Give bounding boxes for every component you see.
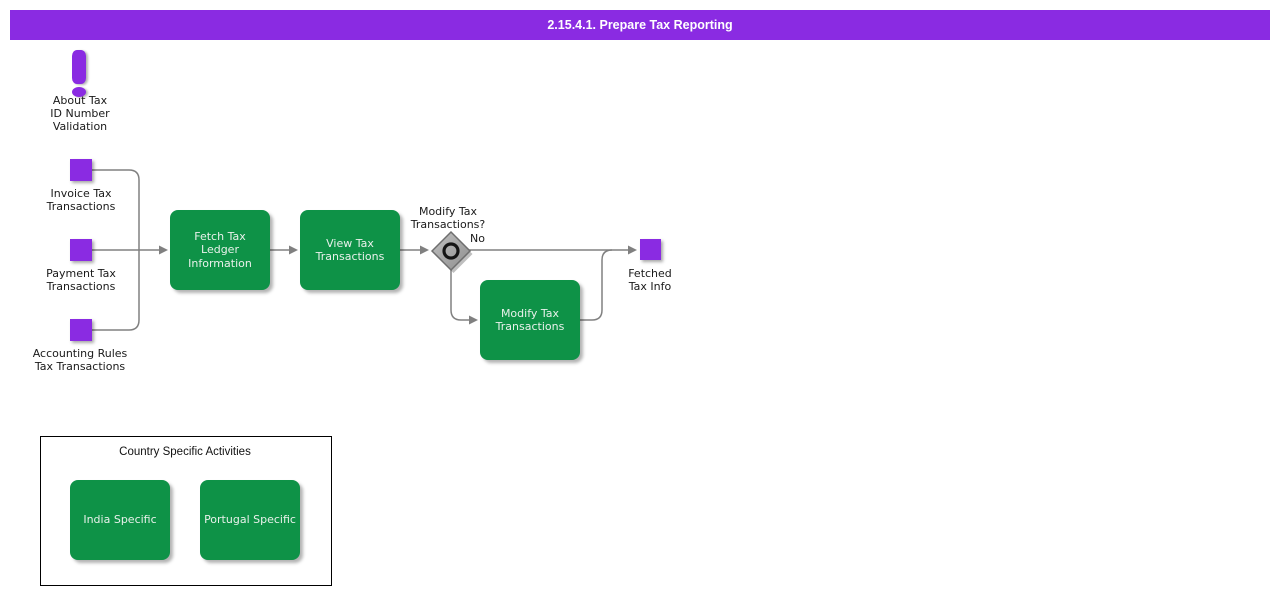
decision-gateway-icon (442, 242, 460, 260)
arrowhead-into-decision (420, 245, 429, 255)
event-fetched-tax-info[interactable] (640, 239, 661, 260)
activity-view-tax-transactions[interactable]: View Tax Transactions (300, 210, 400, 290)
diagram-title-bar: 2.15.4.1. Prepare Tax Reporting (10, 10, 1270, 40)
arrowhead-into-modify (469, 315, 478, 325)
exclamation-dot (72, 87, 86, 97)
arrowhead-into-view (289, 245, 298, 255)
decision-no-label: No (470, 232, 485, 245)
event-invoice-tax-transactions[interactable] (70, 159, 92, 181)
activity-india-specific[interactable]: India Specific (70, 480, 170, 560)
event-accounting-label: Accounting Rules Tax Transactions (32, 347, 128, 373)
event-payment-label: Payment Tax Transactions (46, 267, 116, 293)
arrowhead-into-fetched (628, 245, 637, 255)
about-annotation-label: About Tax ID Number Validation (50, 94, 110, 133)
decision-question-label: Modify Tax Transactions? (410, 205, 486, 231)
country-specific-group-title: Country Specific Activities (119, 446, 251, 458)
decision-diamond (430, 230, 472, 272)
connector-modify-return (580, 249, 613, 321)
event-invoice-label: Invoice Tax Transactions (46, 187, 116, 213)
event-payment-tax-transactions[interactable] (70, 239, 92, 261)
diagram-title: 2.15.4.1. Prepare Tax Reporting (547, 18, 733, 32)
decision-diamond-shadow (434, 235, 473, 273)
connector-yes-branch (450, 270, 470, 321)
arrowhead-into-fetch (159, 245, 168, 255)
activity-fetch-tax-ledger-information[interactable]: Fetch Tax Ledger Information (170, 210, 270, 290)
event-accounting-rules-tax-transactions[interactable] (70, 319, 92, 341)
activity-modify-tax-transactions[interactable]: Modify Tax Transactions (480, 280, 580, 360)
activity-portugal-specific[interactable]: Portugal Specific (200, 480, 300, 560)
about-tax-annotation[interactable] (60, 46, 100, 98)
event-fetched-label: Fetched Tax Info (628, 267, 672, 293)
exclamation-icon (72, 50, 86, 84)
